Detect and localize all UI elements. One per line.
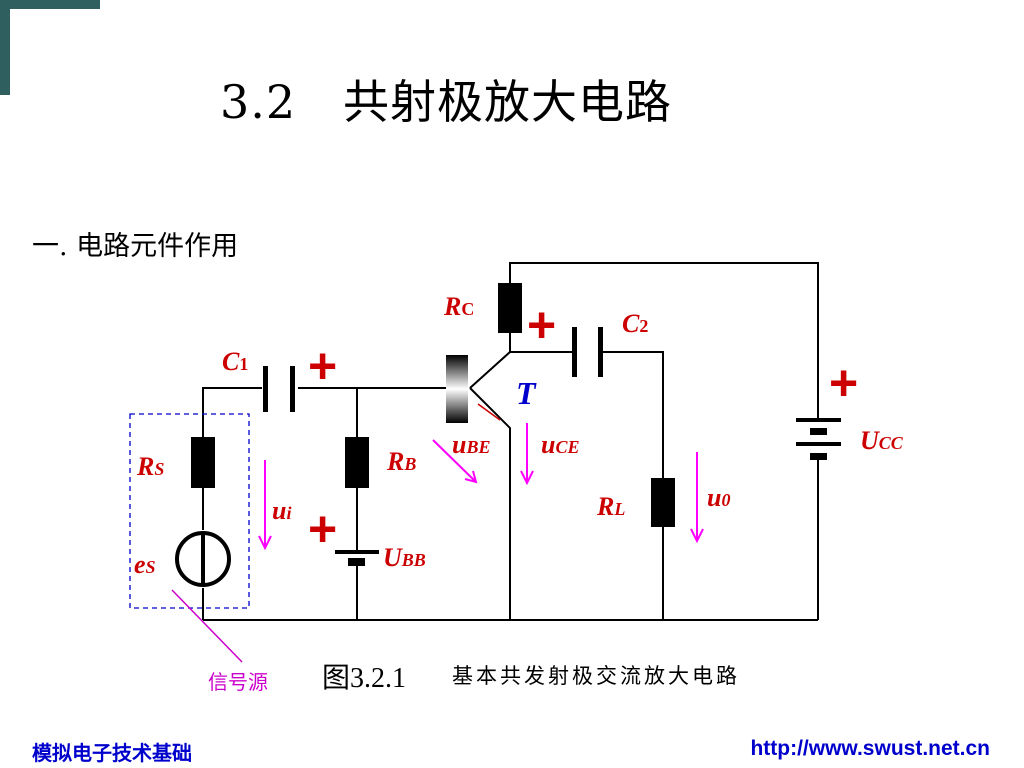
- section-heading: 一. 电路元件作用: [32, 231, 239, 262]
- label-ubb: UBB: [383, 543, 426, 572]
- transistor-base-bar: [446, 355, 468, 423]
- resistor-rc: [498, 283, 522, 333]
- c2-wires: [510, 351, 664, 620]
- collector-wire: [469, 332, 511, 389]
- label-ube: uBE: [452, 430, 490, 459]
- resistor-rb: [345, 437, 369, 488]
- plus-mark-ucc: +: [829, 355, 858, 411]
- label-uce: uCE: [541, 430, 579, 459]
- label-rb: RB: [386, 447, 416, 476]
- label-c2: C2: [622, 309, 648, 338]
- label-es: eS: [134, 550, 156, 579]
- capacitor-c1: [263, 366, 295, 412]
- u0-arrow-icon: [690, 452, 704, 544]
- label-rs: RS: [136, 452, 164, 481]
- voltage-arrows: [258, 423, 704, 551]
- ui-arrow-icon: [258, 460, 272, 551]
- label-transistor: T: [516, 375, 537, 411]
- ube-arrow-icon: [432, 439, 478, 484]
- signal-source-label: 信号源: [208, 670, 268, 694]
- circuit-wires: [202, 262, 819, 621]
- label-ucc: UCC: [860, 426, 904, 455]
- battery-ucc: [796, 418, 841, 460]
- emitter-wire: [469, 387, 511, 620]
- footer-course-name: 模拟电子技术基础: [32, 741, 192, 765]
- figure-caption: 基本共发射极交流放大电路: [452, 664, 740, 688]
- capacitor-c2: [572, 327, 603, 377]
- top-supply-wire: [509, 262, 819, 418]
- plus-mark-ubb: +: [308, 501, 337, 557]
- page-title: 3.2 共射极放大电路: [220, 75, 673, 129]
- transistor-emitter-arrow-icon: [477, 403, 501, 421]
- label-u0: u0: [707, 483, 730, 512]
- signal-source-pointer: [171, 589, 243, 663]
- corner-bracket-decoration: [0, 0, 100, 95]
- polarity-marks: + + + +: [308, 297, 858, 557]
- plus-mark-rc: +: [527, 297, 556, 353]
- signal-source-es: [175, 531, 231, 587]
- plus-mark-c1: +: [308, 338, 337, 394]
- battery-ubb: [335, 550, 379, 566]
- label-ui: ui: [272, 496, 291, 525]
- footer-url-link[interactable]: http://www.swust.net.cn: [750, 737, 990, 760]
- figure-number: 图3.2.1: [322, 663, 407, 694]
- label-c1: C1: [222, 347, 248, 376]
- left-input-wire: [202, 387, 262, 620]
- label-rc: RC: [443, 292, 474, 321]
- uce-arrow-icon: [520, 423, 534, 486]
- resistor-rs: [191, 437, 215, 488]
- resistor-rl: [651, 478, 675, 527]
- label-rl: RL: [596, 492, 625, 521]
